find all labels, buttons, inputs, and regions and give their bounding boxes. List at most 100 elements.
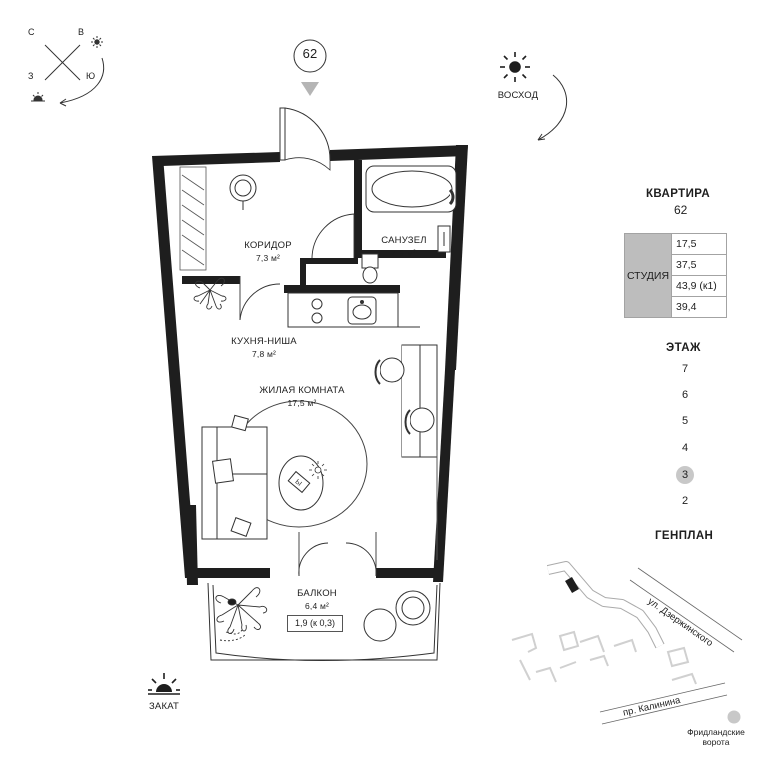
plant-icon-balcony [215, 587, 268, 642]
apartment-type: СТУДИЯ [624, 233, 672, 318]
stove-icon [311, 298, 323, 324]
corridor-door [239, 276, 281, 321]
entrance-door [279, 107, 331, 171]
sunrise-icon [500, 52, 530, 82]
street-line-kalinina-a [599, 682, 726, 713]
room-balcony-name: БАЛКОН [297, 588, 337, 599]
sink-icon [437, 225, 451, 253]
balcony-chair-icon [395, 590, 431, 626]
gate-label: Фридландские ворота [680, 727, 752, 747]
kitchen-counter [287, 292, 420, 328]
balcony-table-icon [363, 608, 397, 642]
area-living: 17,5 [671, 233, 727, 255]
gate-label-line2: ворота [702, 737, 730, 747]
area-reduced: 39,4 [671, 296, 727, 318]
floor-3-current[interactable]: 3 [676, 466, 694, 484]
other-buildings [511, 630, 697, 685]
kitchen-sink-icon [347, 296, 377, 325]
wall-kitchen-top [182, 276, 240, 284]
floor-2[interactable]: 2 [681, 495, 689, 507]
compass [44, 44, 104, 107]
bathroom-door [311, 213, 355, 259]
plant-icon-kitchen [193, 277, 227, 310]
corridor-stool-icon [229, 174, 257, 210]
wall-left [152, 156, 196, 578]
wall-right-lower [433, 370, 455, 582]
bathtub-icon [365, 165, 457, 213]
floor-7[interactable]: 7 [681, 363, 689, 375]
wall-balcony-right-stub [376, 568, 440, 578]
sunset-icon [148, 673, 180, 695]
street-line-dzerzhinsky-b [629, 579, 735, 653]
room-balcony: БАЛКОН 6,4 м² [282, 588, 352, 613]
sun-path-arrow [59, 98, 67, 107]
apartment-marker-number: 62 [302, 46, 318, 61]
toilet-icon [361, 253, 379, 284]
room-living-area: 17,5 м² [287, 398, 317, 408]
room-kitchen: КУХНЯ-НИША 7,8 м² [214, 336, 314, 361]
compass-line-ne-sw [44, 44, 81, 81]
balcony-door [298, 532, 377, 577]
room-living-name: ЖИЛАЯ КОМНАТА [259, 385, 345, 396]
room-bathroom-area: 4,9 м² [391, 248, 417, 258]
site-plan-title: ГЕНПЛАН [655, 530, 714, 542]
floor-6[interactable]: 6 [681, 389, 689, 401]
book-icon: Ы [287, 470, 311, 494]
area-with-balcony: 43,9 (к1) [671, 275, 727, 297]
room-corridor-area: 7,3 м² [255, 253, 281, 263]
room-bathroom: САНУЗЕЛ 4,9 м² [366, 235, 442, 260]
interior-walls [182, 160, 446, 293]
compass-east: В [78, 27, 85, 37]
sunrise-label: ВОСХОД [497, 90, 539, 101]
balcony-coefficient-box: 1,9 (к 0,3) [287, 615, 343, 632]
apartment-number: 62 [674, 203, 688, 217]
wall-partition-stub [300, 258, 306, 288]
complex-building [547, 562, 664, 648]
chair-icon-bottom [404, 407, 435, 435]
room-corridor: КОРИДОР 7,3 м² [228, 240, 308, 265]
street-line-dzerzhinsky-a [637, 567, 743, 641]
gate-label-line1: Фридландские [687, 727, 745, 737]
wall-top-right [330, 145, 468, 161]
dining-table [401, 344, 438, 458]
room-balcony-area: 6,4 м² [304, 601, 330, 611]
compass-west: З [28, 71, 34, 81]
wall-kitchen-cabinet [284, 285, 400, 293]
gate-marker [727, 710, 741, 724]
wall-partition [300, 258, 358, 264]
room-corridor-name: КОРИДОР [244, 240, 292, 251]
wardrobe [179, 166, 207, 271]
sunrise-arrow [537, 74, 568, 141]
street-line-kalinina-b [601, 694, 728, 725]
wall-bath-bottom [354, 250, 446, 258]
area-table: СТУДИЯ 17,5 37,5 43,9 (к1) 39,4 [624, 233, 727, 318]
wall-right [445, 145, 468, 370]
floor-5[interactable]: 5 [681, 415, 689, 427]
svg-text:Ы: Ы [293, 478, 302, 487]
compass-north: С [28, 27, 35, 37]
wall-left-pier [185, 505, 198, 585]
compass-south: Ю [86, 71, 96, 81]
chair-icon-top [374, 357, 405, 385]
sunset-small-icon-west [31, 92, 45, 102]
floor-4[interactable]: 4 [681, 442, 689, 454]
area-total: 37,5 [671, 254, 727, 276]
outer-walls [152, 145, 468, 585]
balcony-outline [207, 582, 441, 661]
wall-top-left [152, 152, 280, 166]
sofa [201, 414, 268, 540]
site-plan-map [511, 561, 743, 725]
apartment-title: КВАРТИРА [646, 188, 711, 200]
wall-bath-left [354, 160, 362, 255]
floor-title: ЭТАЖ [666, 342, 701, 354]
apartment-marker [293, 39, 327, 96]
sun-path-arc [59, 57, 104, 104]
room-kitchen-area: 7,8 м² [251, 349, 277, 359]
sunset-label: ЗАКАТ [148, 701, 179, 712]
room-living: ЖИЛАЯ КОМНАТА 17,5 м² [232, 385, 372, 410]
flower-icon [309, 461, 327, 479]
room-bathroom-name: САНУЗЕЛ [381, 235, 427, 246]
current-building-highlight [565, 576, 579, 594]
